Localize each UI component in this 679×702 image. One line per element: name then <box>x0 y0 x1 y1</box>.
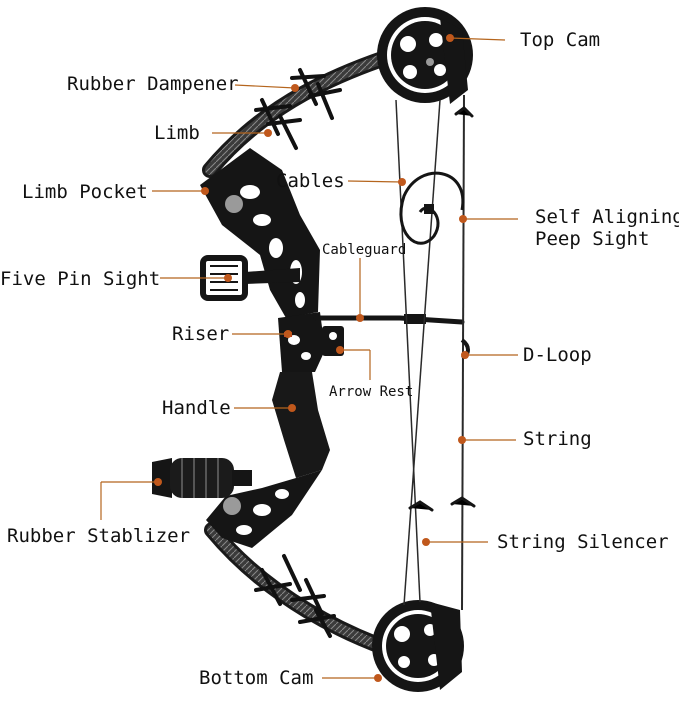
label-limb-pocket: Limb Pocket <box>22 181 148 203</box>
label-limb: Limb <box>154 122 200 144</box>
handle-marker <box>288 404 296 412</box>
label-handle: Handle <box>162 397 231 419</box>
string-silencers <box>408 106 476 512</box>
arrow-rest-marker <box>336 346 344 354</box>
rubber-stabilizer <box>152 458 252 498</box>
leader-lines <box>100 37 518 679</box>
bow-cables <box>395 99 441 606</box>
top-cam <box>377 7 473 104</box>
peep-sight-marker <box>459 215 467 223</box>
bottom-cam-marker <box>374 674 382 682</box>
label-rubber-stabilizer: Rubber Stablizer <box>7 525 191 547</box>
peep-sight-tubing <box>399 171 465 245</box>
label-five-pin-sight: Five Pin Sight <box>0 268 161 290</box>
label-cables: Cables <box>276 170 345 192</box>
limb-marker <box>264 129 272 137</box>
label-peep-sight-line2: Peep Sight <box>535 228 650 250</box>
label-string: String <box>523 428 592 450</box>
label-arrow-rest: Arrow Rest <box>329 384 414 400</box>
bottom-cam <box>372 600 464 692</box>
string-silencer-marker <box>422 538 430 546</box>
d-loop-marker <box>461 351 469 359</box>
cableguard-marker <box>356 314 364 322</box>
label-d-loop: D-Loop <box>523 344 592 366</box>
rubber-dampeners-top <box>254 68 342 150</box>
top-cam-marker <box>446 34 454 42</box>
five-pin-sight-marker <box>224 274 232 282</box>
label-bottom-cam: Bottom Cam <box>199 667 314 689</box>
rubber-stabilizer-marker <box>154 478 162 486</box>
limb-pocket-marker <box>201 187 209 195</box>
label-peep-sight-line1: Self Aligning <box>535 206 679 228</box>
label-cableguard: Cableguard <box>322 242 407 258</box>
label-top-cam: Top Cam <box>520 29 601 51</box>
label-riser: Riser <box>172 323 230 345</box>
label-rubber-dampener: Rubber Dampener <box>67 73 239 95</box>
label-string-silencer: String Silencer <box>497 531 669 553</box>
riser-marker <box>284 330 292 338</box>
string-marker <box>458 436 466 444</box>
cableguard-rod <box>313 314 465 325</box>
cables-marker <box>398 178 406 186</box>
rubber-dampener-marker <box>291 84 299 92</box>
rubber-dampeners-bottom <box>254 554 336 638</box>
marker-dots <box>154 34 469 682</box>
